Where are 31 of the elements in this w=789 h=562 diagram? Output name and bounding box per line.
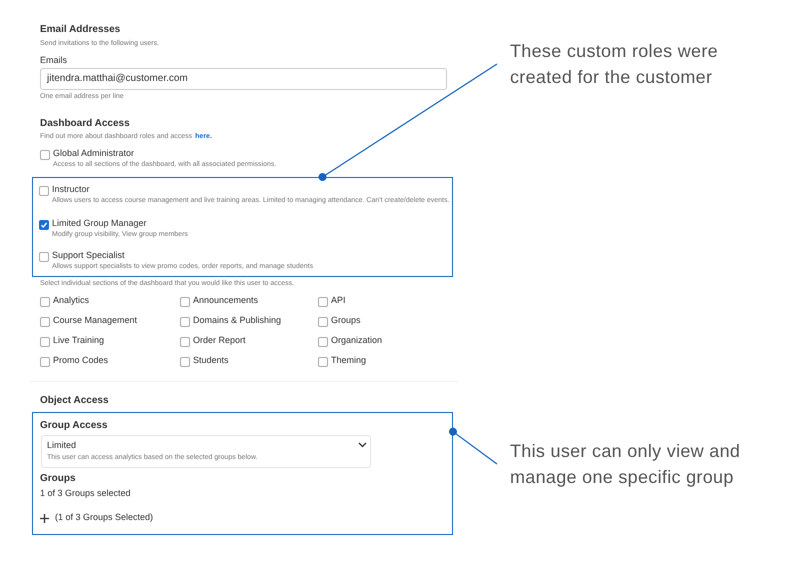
section-heading: Object Access: [40, 395, 109, 406]
leader-line: [449, 428, 498, 464]
checkbox-label: Support Specialist: [52, 250, 125, 260]
section-heading: Dashboard Access: [40, 118, 130, 129]
dropdown-select: [41, 435, 371, 468]
email-field: jitendra.matthai@customer.com: [40, 68, 447, 90]
annotation-text: This user can only view and manage one specific group: [510, 438, 772, 490]
helper-text: 1 of 3 Groups selected: [40, 488, 131, 498]
highlight-frame: [32, 177, 453, 277]
add-link: (1 of 3 Groups Selected): [55, 512, 154, 522]
checkbox-label: Analytics: [53, 295, 90, 305]
checkbox-label: Organization: [331, 335, 382, 345]
checkbox-label: Theming: [331, 355, 366, 365]
checkbox-label: Students: [193, 355, 229, 365]
field-label: Emails: [40, 55, 68, 65]
checkbox-label: Global Administrator: [53, 148, 134, 158]
checkbox-label: Groups: [331, 315, 361, 325]
checkbox-label: Promo Codes: [53, 355, 108, 365]
checkbox-label: Limited Group Manager: [52, 218, 147, 228]
highlight-frame: [32, 412, 453, 535]
checkbox-label: API: [331, 295, 346, 305]
checkbox-label: Announcements: [193, 295, 258, 305]
leader-line: [318, 64, 498, 181]
checkbox-label: Course Management: [53, 315, 138, 325]
section-heading: Email Addresses: [40, 24, 120, 35]
annotation-text: These custom roles were created for the customer: [510, 38, 772, 90]
checkbox-label: Live Training: [53, 335, 104, 345]
checkbox-label: Order Report: [193, 335, 246, 345]
checkbox-label: Instructor: [52, 184, 90, 194]
checkbox-label: Domains & Publishing: [193, 315, 282, 325]
selected-value: Limited: [47, 440, 76, 450]
